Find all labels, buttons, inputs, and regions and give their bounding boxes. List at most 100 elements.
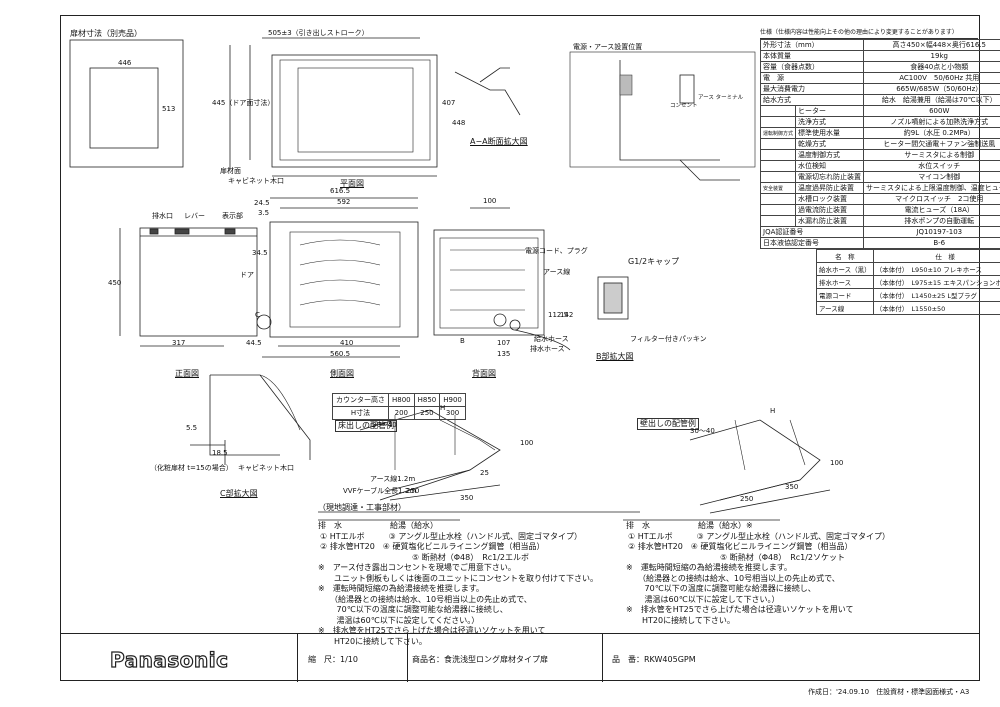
back-dim-112: 112.5	[548, 311, 569, 319]
table-row: 電源コード（本体付） L1450±25 L型プラグ	[816, 288, 1000, 302]
side-view-label: 側面図	[330, 369, 354, 378]
side-dim-410: 410	[340, 339, 354, 347]
front-dim-450: 450	[108, 279, 122, 287]
right-col1: 排 水	[626, 521, 650, 530]
plan-dim-505: 505±3（引き出しストローク）	[268, 29, 369, 37]
hose-table: 名 称 仕 様 給水ホース（黒）（本体付） L950±10 フレキホース 排水ホ…	[816, 249, 1000, 315]
spec-value: 高さ450×幅448×奥行616.5	[863, 39, 1000, 51]
table-row: 給水ホース（黒）（本体付） L950±10 フレキホース	[816, 262, 1000, 276]
piping-floor-dim: 30〜40	[372, 421, 397, 429]
spec-value: 約9L（水圧 0.2MPa）	[863, 127, 1000, 139]
right-note: HT20に接続して下さい。	[626, 615, 735, 625]
front-lever-label: レバー	[184, 212, 205, 220]
spec-group	[759, 204, 797, 216]
front-dim-317: 317	[172, 339, 186, 347]
product-name: 食洗浅型ロング扉材タイプ扉	[444, 655, 548, 664]
left-item: ④ 硬質塩化ビニルライニング鋼管（相当品）	[382, 542, 545, 551]
spec-group	[759, 215, 797, 227]
title-block	[60, 633, 980, 682]
counter-cell: 200	[388, 406, 415, 420]
spec-row: 温度制御方式サーミスタによる制御	[759, 149, 1000, 161]
hose-cell: 給水ホース（黒）	[816, 262, 874, 276]
counter-row: カウンター高さ H800 H850 H900	[332, 393, 466, 407]
footer-right: 作成日：'24.09.10 住設資材・標準図面様式・A3	[808, 688, 970, 696]
piping-floor-dim: 250	[406, 487, 420, 495]
back-view-label: 背面図	[472, 369, 496, 378]
spec-group: 安全装置	[759, 182, 797, 194]
left-item: ⑤ 断熱材（Φ48） Rc1/2エルボ	[412, 552, 530, 562]
spec-row: 洗浄方式ノズル噴射による加熱洗浄方式	[759, 116, 1000, 128]
left-item: ① HTエルボ	[320, 531, 365, 541]
spec-group	[759, 149, 797, 161]
spec-table: 仕様（仕様内容は性能向上その他の理由により変更することがあります） 外形寸法（m…	[759, 28, 1000, 249]
side-c-mark: C	[255, 311, 260, 319]
c-cabinet: キャビネット木口	[238, 464, 294, 472]
side-dim-34: 34.5	[252, 249, 268, 257]
door-panel-title: 扉材寸法（別売品）	[70, 29, 142, 38]
spec-label: 標準使用水量	[795, 127, 865, 139]
spec-label: 電 源	[759, 72, 865, 84]
piping-floor-dim: 25	[480, 469, 489, 477]
piping-floor-dim: 100	[520, 439, 534, 447]
scale-cell	[298, 634, 408, 682]
model-label: 品 番：	[612, 655, 644, 664]
plan-dim-448: 448	[452, 119, 466, 127]
power-box-title: 電源・アース設置位置	[573, 43, 643, 51]
back-dim-100: 100	[483, 197, 497, 205]
side-dim-616: 616.5	[330, 187, 351, 195]
plan-dim-445: 445（ドア面寸法）	[212, 99, 275, 107]
right-note: 70℃以下の温度に調整可能な給湯器に接続し、	[626, 584, 816, 593]
spec-value: サーミスタによる制御	[863, 149, 1000, 161]
spec-group	[759, 171, 797, 183]
side-dim-3: 3.5	[258, 209, 270, 217]
spec-header: 仕様（仕様内容は性能向上その他の理由により変更することがあります）	[760, 28, 978, 39]
door-width-dim: 446	[118, 59, 132, 67]
spec-value: 食器40点と小物類	[863, 61, 1000, 73]
spec-label: ヒーター	[795, 105, 865, 117]
left-note: 湯温は60℃以下に設定してください。）	[318, 615, 480, 625]
spec-value: 給水 給湯兼用（給湯は70℃以下）	[863, 94, 1000, 106]
earth-terminal-label: アース ターミナル	[698, 95, 744, 101]
table-row: 排水ホース（本体付） L975±15 エキスパンションホース	[816, 275, 1000, 289]
spec-value: 600W	[863, 105, 1000, 117]
plan-view-label: 平面図	[340, 179, 364, 188]
piping-floor-vvf: VVFケーブル全長1.2m	[343, 487, 417, 495]
left-note: （給湯器との接続は給水、10号相当以上の先止め式で、	[318, 594, 532, 604]
spec-row: 安全装置温度過昇防止装置サーミスタによる上限温度制御、温度ヒューズ	[759, 182, 1000, 194]
right-col2: 給湯（給水）※	[698, 521, 753, 530]
back-dim-107: 107	[497, 339, 511, 347]
right-item: ② 排水管HT20	[628, 542, 683, 551]
counter-row: H寸法 200 250 300	[332, 406, 466, 420]
front-view-label: 正面図	[175, 369, 199, 378]
side-dim-592: 592	[337, 198, 351, 206]
side-dim-44: 44.5	[246, 339, 262, 347]
spec-value: マイクロスイッチ 2コ使用	[863, 193, 1000, 205]
right-item: ④ 硬質塩化ビニルライニング鋼管（相当品）	[690, 542, 853, 551]
spec-value: AC100V 50/60Hz 共用	[863, 72, 1000, 84]
spec-row: 容量（食器点数）食器40点と小物類	[759, 61, 1000, 73]
spec-row: 乾燥方式ヒーター間欠通電＋ファン強制送風	[759, 138, 1000, 150]
front-door-label: ドア	[240, 271, 254, 279]
c-dim-18: 18.5	[212, 449, 228, 457]
hose-cell: （本体付） L1450±25 L型プラグ	[872, 288, 1000, 302]
scale-text: 縮 尺：1/10	[308, 654, 358, 665]
piping-wall-dim: 100	[830, 459, 844, 467]
spec-label: 水槽ロック装置	[795, 193, 865, 205]
spec-label: 外形寸法（mm）	[759, 39, 865, 51]
right-item: ③ アングル型止水栓（ハンドル式、固定ゴマタイプ）	[696, 531, 891, 541]
spec-label: 洗浄方式	[795, 116, 865, 128]
left-note: ユニット側板もしくは後面のユニットにコンセントを取り付けて下さい。	[318, 573, 598, 583]
spec-label: 日本液協認定番号	[759, 237, 865, 249]
hose-header: 仕 様	[872, 249, 1000, 263]
spec-row: 運転制御方式標準使用水量約9L（水圧 0.2MPa）	[759, 127, 1000, 139]
left-item: ③ アングル型止水栓（ハンドル式、固定ゴマタイプ）	[388, 531, 583, 541]
product-label: 商品名：	[412, 655, 444, 664]
spec-value: マイコン制御	[863, 171, 1000, 183]
spec-value: 水位スイッチ	[863, 160, 1000, 172]
back-earth-wire: アース線	[543, 268, 571, 276]
piping-wall-dim: 30〜40	[690, 427, 715, 435]
spec-value: 19kg	[863, 50, 1000, 62]
